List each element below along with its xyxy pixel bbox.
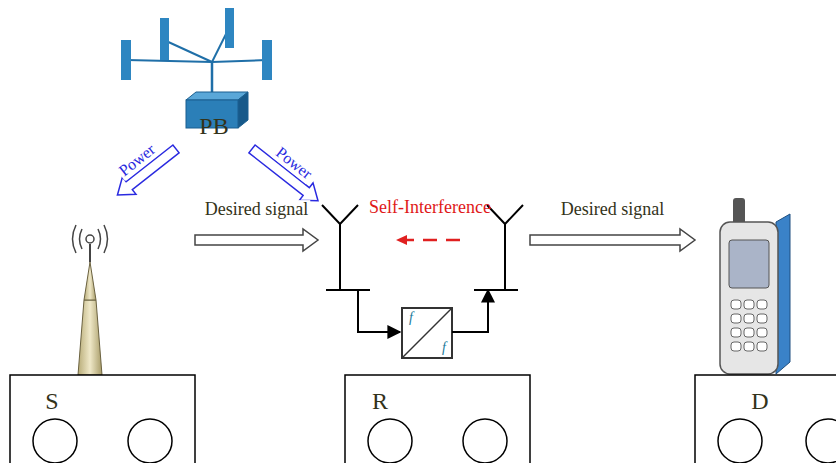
receive-antenna: [322, 205, 358, 224]
carts: [10, 375, 836, 463]
edge-label: Desired signal: [559, 200, 666, 220]
antenna-base: [78, 300, 102, 375]
dashed-line: [405, 239, 460, 242]
antenna-panel: [225, 8, 234, 48]
antenna-panel: [160, 18, 169, 60]
frequency-label: f: [442, 340, 446, 355]
wire: [358, 290, 400, 332]
antenna-mast: [89, 244, 91, 262]
phone-key: [757, 300, 767, 309]
antenna-stem: [504, 224, 506, 290]
antenna-panel: [262, 40, 272, 80]
relay-node: R: [318, 195, 530, 463]
wheel: [33, 419, 77, 463]
antenna-cone: [84, 262, 96, 300]
frequency-label: f: [409, 310, 413, 325]
phone-key: [744, 314, 754, 323]
self-interference-arrow: [396, 235, 460, 245]
cart-body: [10, 375, 195, 463]
phone-key: [757, 342, 767, 351]
antenna-panel: [121, 40, 131, 80]
node-label: S: [45, 388, 58, 414]
antenna-bar: [474, 289, 518, 291]
hollow-arrow: [117, 145, 179, 195]
antenna-bar: [326, 289, 370, 291]
radio-wave: [98, 229, 101, 249]
mobile-phone: [720, 198, 790, 374]
wheel: [368, 419, 412, 463]
beacon-box: [186, 100, 238, 128]
relay-circuit: [322, 205, 523, 358]
converter-diagonal: [402, 308, 452, 358]
hollow-arrow: [195, 229, 318, 251]
hollow-arrow: [530, 229, 695, 251]
phone-key: [731, 300, 741, 309]
wheel: [718, 419, 762, 463]
wire: [452, 290, 488, 332]
destination-node: D: [695, 195, 836, 463]
wheel: [806, 419, 836, 463]
arrow-head: [396, 235, 407, 245]
phone-key: [744, 342, 754, 351]
phone-key: [757, 328, 767, 337]
node-label: PB: [199, 113, 228, 139]
wheel: [463, 419, 507, 463]
source-antenna: [73, 225, 108, 375]
interference-label: Self-Interference: [369, 198, 491, 218]
edge-label: Desired signal: [203, 200, 310, 220]
hollow-arrow: [249, 145, 318, 201]
phone-key: [731, 342, 741, 351]
source-node: S: [10, 195, 195, 463]
cart-body: [695, 375, 836, 463]
tower-arm: [212, 60, 267, 62]
tower-arm: [164, 40, 212, 62]
node-label: D: [751, 388, 768, 414]
power-beacon: PB: [176, 88, 252, 150]
phone-key: [757, 314, 767, 323]
frequency-converter: [402, 308, 452, 358]
phone-key: [731, 328, 741, 337]
tower-arm: [127, 60, 212, 62]
transmit-antenna: [487, 205, 523, 224]
beacon-box-side: [238, 92, 248, 128]
radio-wave: [73, 225, 77, 253]
node-label: R: [372, 388, 388, 414]
cart-body: [345, 375, 530, 463]
phone-key: [731, 314, 741, 323]
radio-wave: [80, 229, 83, 249]
edge-label: Power: [114, 139, 160, 181]
wheel: [128, 419, 172, 463]
phone-key: [744, 300, 754, 309]
phone-screen: [729, 240, 769, 288]
edge-label: Power: [271, 142, 317, 184]
antenna-stem: [339, 224, 341, 290]
antenna-tip: [86, 235, 94, 243]
phone-body: [720, 222, 778, 374]
phone-key: [744, 328, 754, 337]
radio-wave: [104, 225, 108, 253]
power-beacon-tower: [121, 8, 272, 128]
